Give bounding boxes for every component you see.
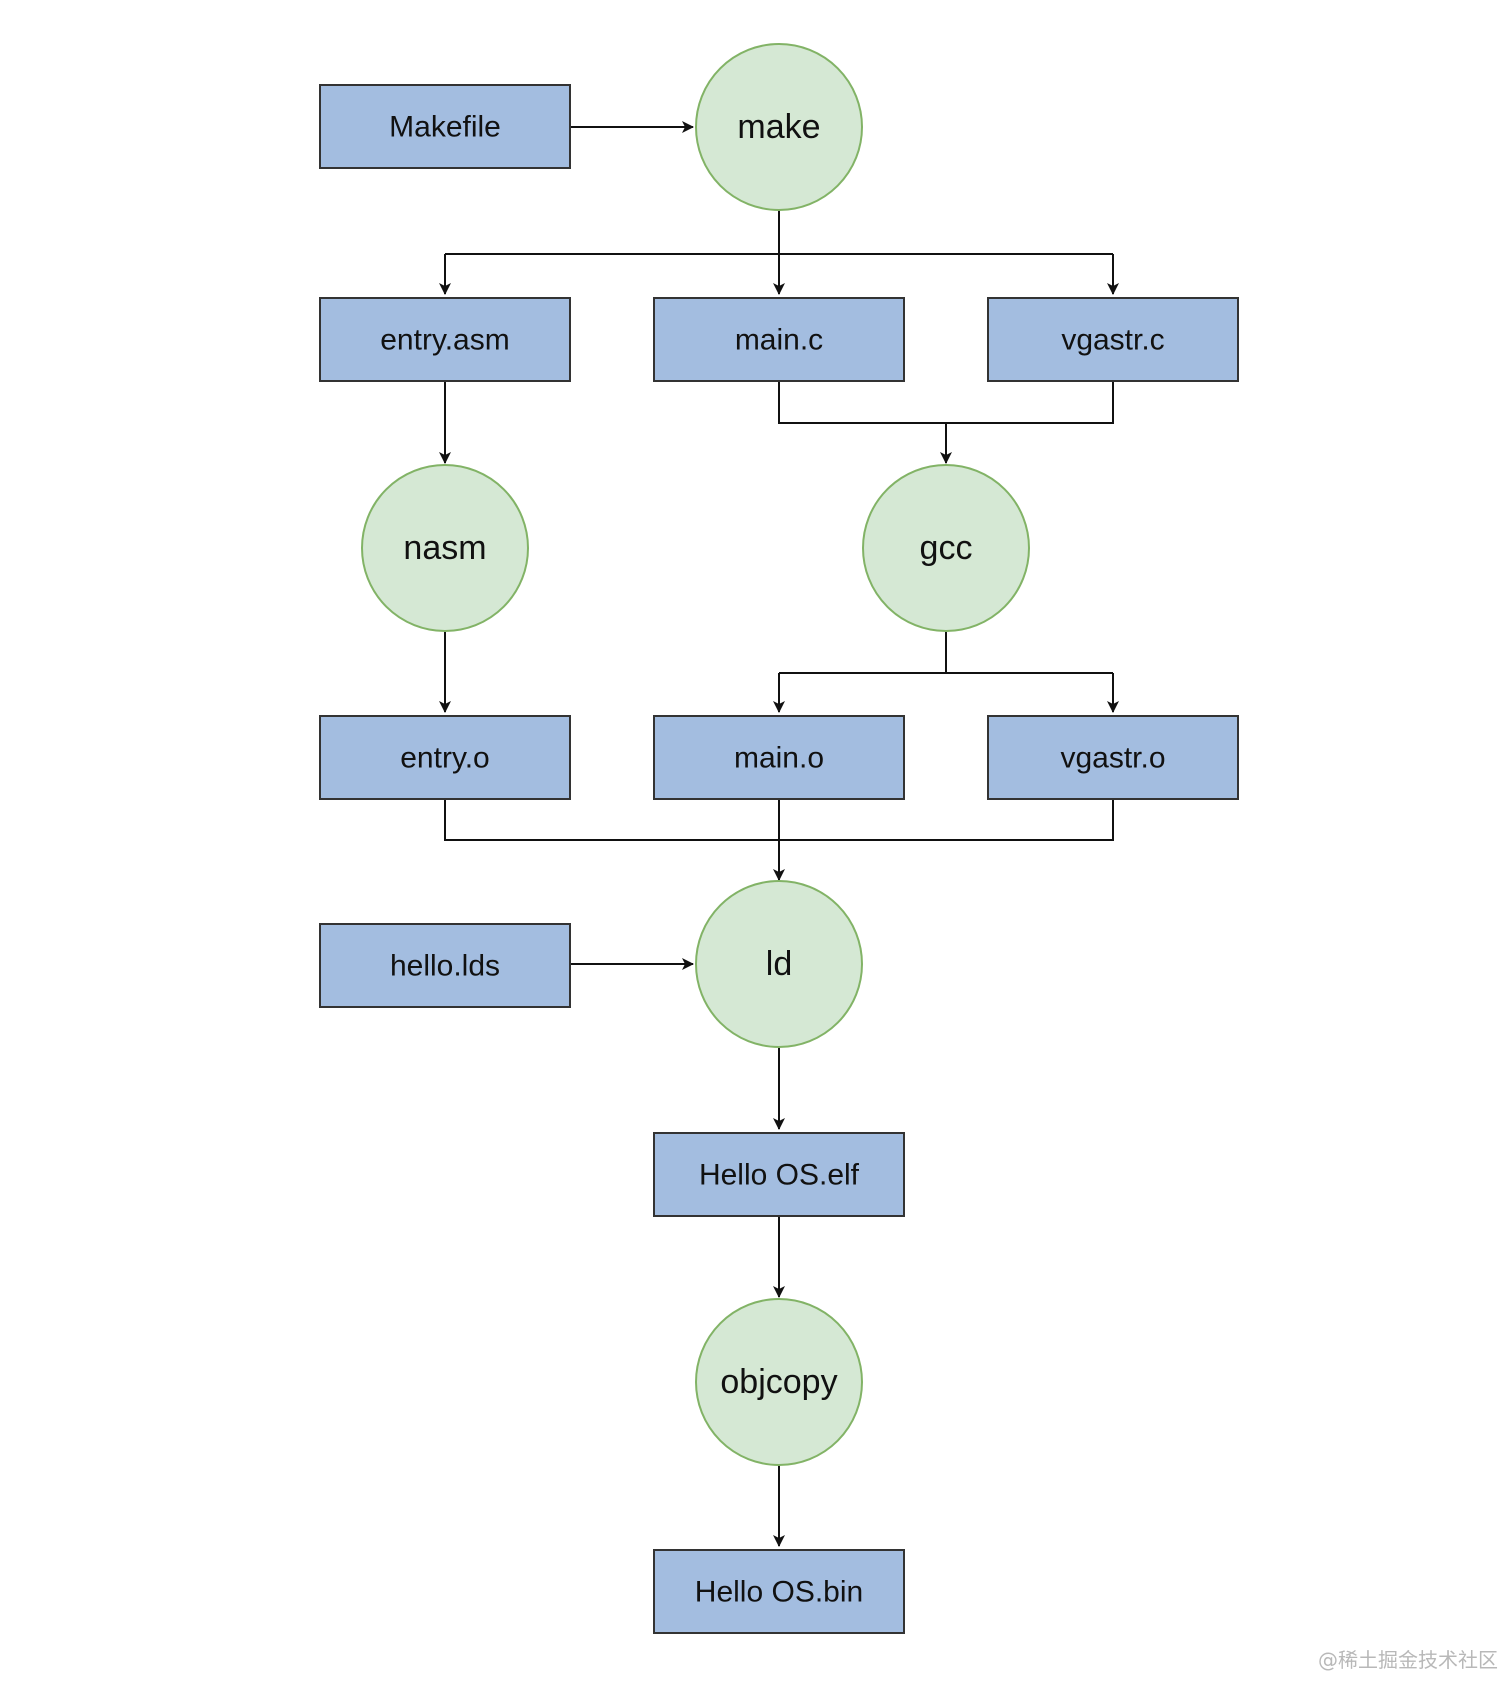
node-entry-o: entry.o <box>319 715 571 800</box>
node-vgastr-c-label: vgastr.c <box>1061 324 1164 357</box>
node-hello-os-elf: Hello OS.elf <box>653 1132 905 1217</box>
file-nodes: Makefile entry.asm main.c vgastr.c entry… <box>319 84 1239 1634</box>
node-hello-os-bin-label: Hello OS.bin <box>695 1576 863 1609</box>
node-nasm: nasm <box>361 464 529 632</box>
node-hello-lds-label: hello.lds <box>390 950 500 983</box>
edge-main-c-join <box>778 382 1114 424</box>
node-objcopy: objcopy <box>695 1298 863 1466</box>
watermark: @稀土掘金技术社区 <box>1318 1648 1498 1672</box>
node-entry-asm-label: entry.asm <box>380 324 509 357</box>
node-main-o: main.o <box>653 715 905 800</box>
node-gcc-label: gcc <box>920 529 973 567</box>
node-vgastr-o: vgastr.o <box>987 715 1239 800</box>
node-hello-os-bin: Hello OS.bin <box>653 1549 905 1634</box>
node-entry-o-label: entry.o <box>400 742 490 775</box>
node-entry-asm: entry.asm <box>319 297 571 382</box>
node-main-o-label: main.o <box>734 742 824 775</box>
node-nasm-label: nasm <box>403 529 486 567</box>
node-main-c: main.c <box>653 297 905 382</box>
tool-nodes: make nasm gcc ld objcopy <box>361 43 1030 1466</box>
node-main-c-label: main.c <box>735 324 823 357</box>
node-makefile: Makefile <box>319 84 571 169</box>
node-make-label: make <box>737 108 820 146</box>
node-ld: ld <box>695 880 863 1048</box>
node-make: make <box>695 43 863 211</box>
edges <box>439 121 1119 1547</box>
node-vgastr-o-label: vgastr.o <box>1060 742 1165 775</box>
node-vgastr-c: vgastr.c <box>987 297 1239 382</box>
node-hello-os-elf-label: Hello OS.elf <box>699 1159 860 1192</box>
node-objcopy-label: objcopy <box>720 1363 837 1401</box>
node-gcc: gcc <box>862 464 1030 632</box>
node-makefile-label: Makefile <box>389 111 501 144</box>
node-hello-lds: hello.lds <box>319 923 571 1008</box>
node-ld-label: ld <box>766 945 792 983</box>
